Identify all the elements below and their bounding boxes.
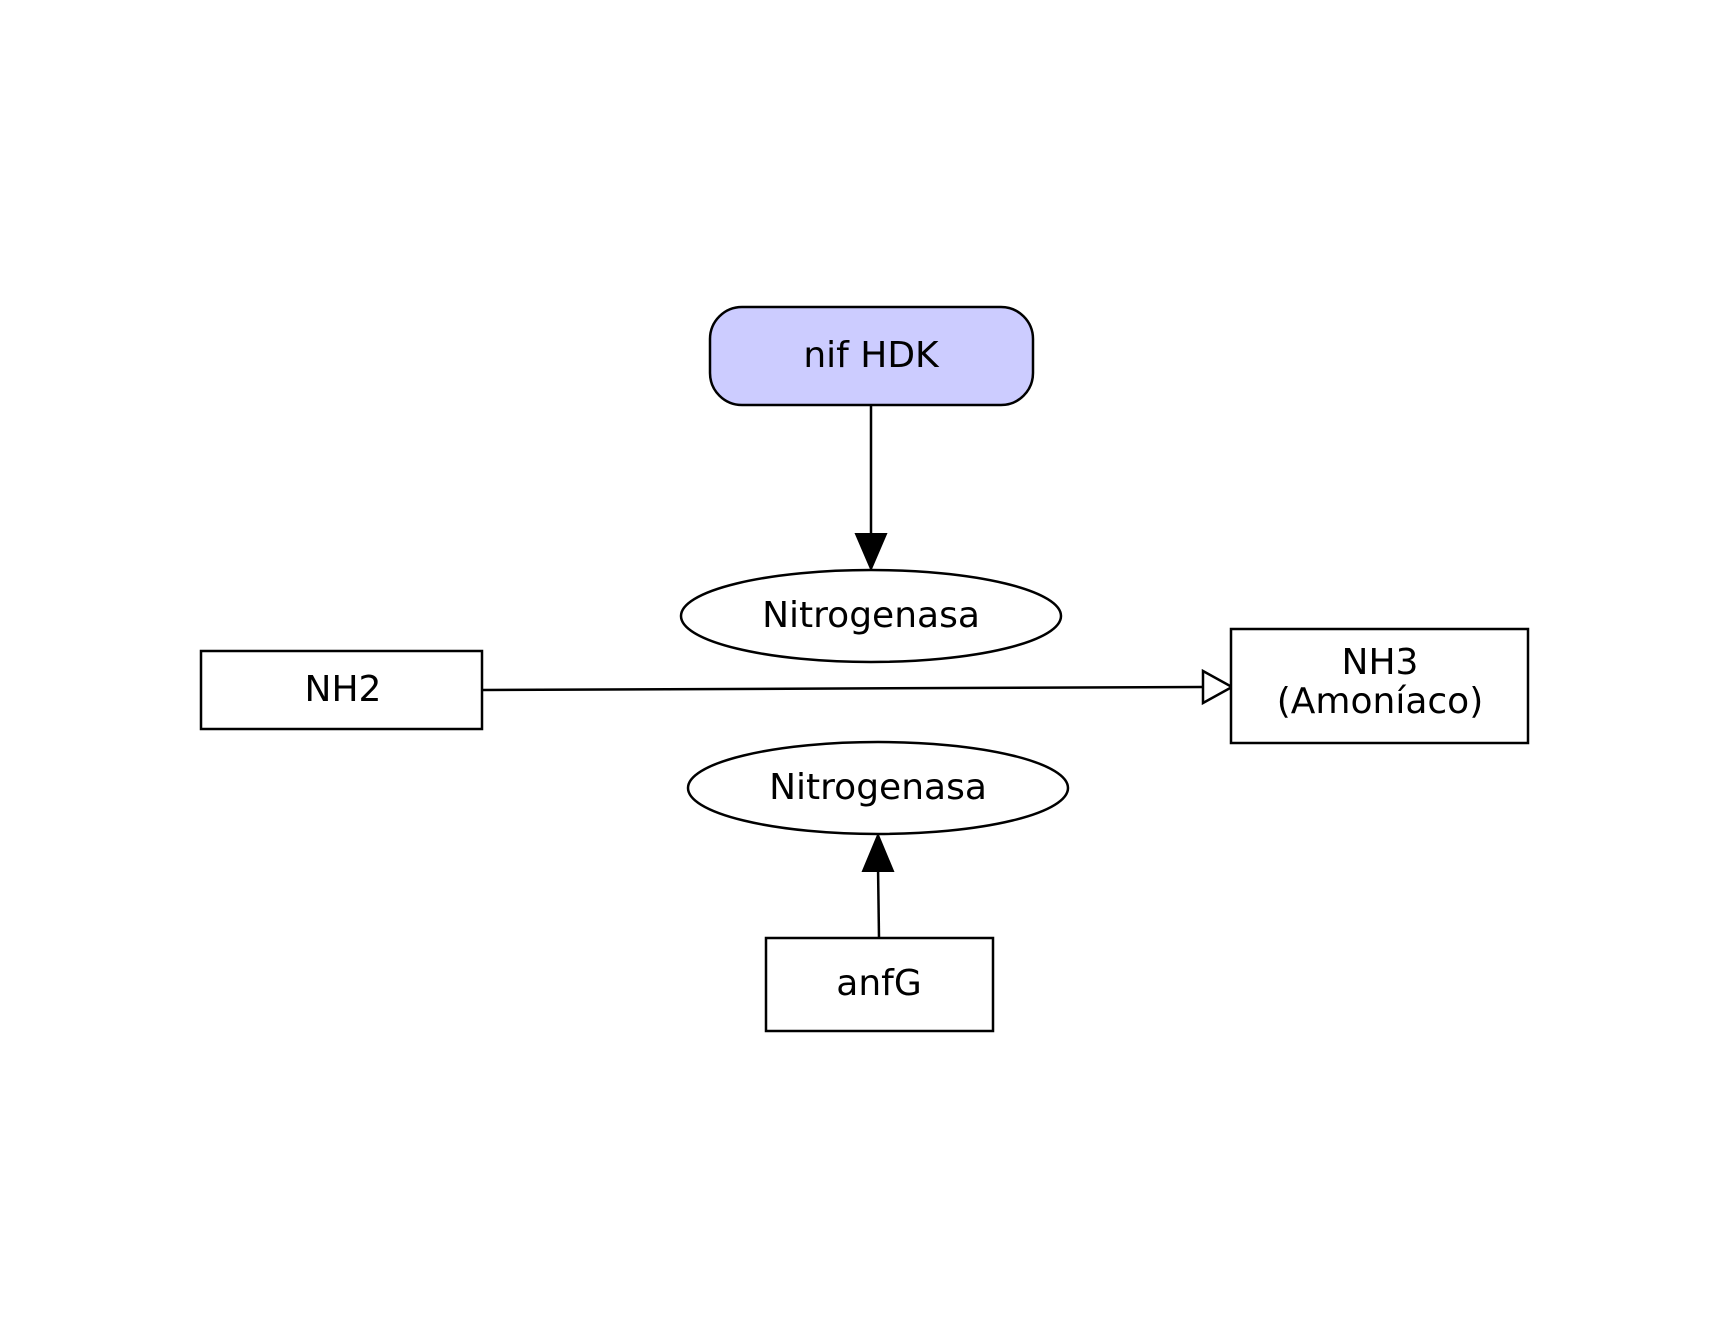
node-nitrogenasa-bottom-shape — [686, 740, 1070, 836]
node-nh3-label-line1: NH3 — [1342, 642, 1419, 683]
node-nh2-shape — [199, 649, 484, 731]
node-nitrogenasa-bottom-label: Nitrogenasa — [769, 767, 987, 808]
node-anfg-shape — [764, 936, 995, 1033]
node-nitrogenasa-top-label: Nitrogenasa — [762, 595, 980, 636]
node-nif-hdk[interactable]: nif HDK — [708, 305, 1035, 407]
node-nif-hdk-shape — [708, 305, 1035, 407]
node-nitrogenasa-bottom[interactable]: Nitrogenasa — [686, 740, 1070, 836]
node-nh3-label-line2: (Amoníaco) — [1277, 681, 1484, 722]
edge-nif-hdk-to-nitrogenasa — [854, 405, 888, 572]
filled-arrowhead — [861, 832, 895, 872]
open-arrowhead — [1201, 668, 1235, 706]
node-anfg[interactable]: anfG — [764, 936, 995, 1033]
filled-arrowhead — [854, 533, 888, 572]
node-nh2-label: NH2 — [305, 669, 382, 710]
edge-anfg-to-nitrogenasa — [861, 832, 895, 939]
edge-line — [481, 685, 1204, 692]
node-anfg-label: anfG — [836, 963, 921, 1004]
edge-nh2-to-nh3 — [481, 668, 1235, 706]
node-nh3-shape — [1229, 627, 1530, 745]
node-nh3[interactable]: NH3 (Amoníaco) — [1229, 627, 1530, 745]
node-nitrogenasa-top-shape — [679, 568, 1063, 664]
node-nif-hdk-label: nif HDK — [803, 335, 940, 376]
node-nh2[interactable]: NH2 — [199, 649, 484, 731]
edge-line — [876, 865, 881, 939]
node-nitrogenasa-top[interactable]: Nitrogenasa — [679, 568, 1063, 664]
